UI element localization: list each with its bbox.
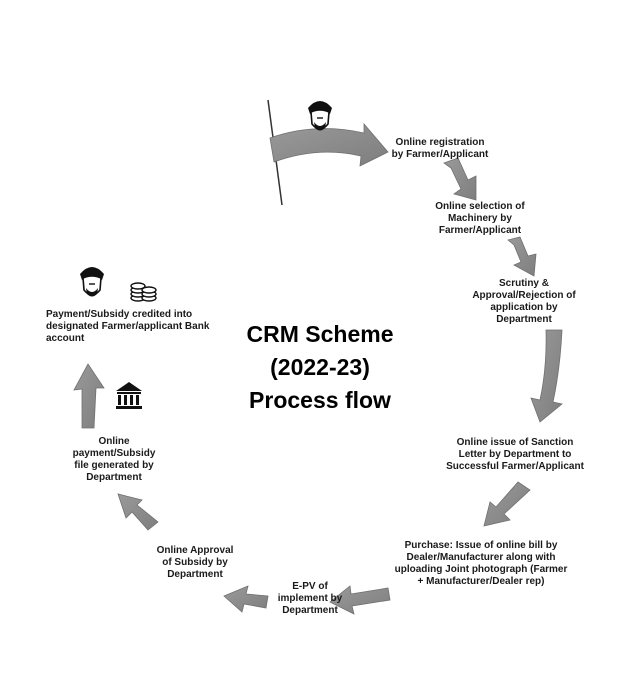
flow-arrow-to-payment-credited: [73, 363, 105, 429]
flow-arrow-to-epv: [329, 585, 391, 615]
flow-arrow-to-machinery: [443, 157, 477, 201]
flow-arrow-to-sanction: [530, 329, 563, 423]
flow-arrow-to-subsidy-approval: [223, 585, 269, 613]
farmer-turban-icon: [308, 101, 332, 131]
step-payment-file: Online payment/Subsidy file generated by…: [72, 436, 156, 483]
step-scrutiny: Scrutiny & Approval/Rejection of applica…: [472, 278, 576, 325]
diagram-title: CRM Scheme (2022-23) Process flow: [200, 318, 440, 417]
step-subsidy-approval: Online Approval of Subsidy by Department: [156, 545, 234, 580]
step-epv: E-PV of implement by Department: [277, 581, 343, 616]
title-line-3: Process flow: [249, 387, 391, 413]
farmer-turban-icon: [80, 267, 104, 297]
flow-arrow-to-purchase: [483, 481, 531, 527]
step-payment-credited: Payment/Subsidy credited into designated…: [46, 309, 210, 344]
flow-arrow-to-registration: [269, 122, 389, 167]
title-line-1: CRM Scheme: [246, 321, 394, 347]
step-online-registration: Online registration by Farmer/Applicant: [391, 137, 489, 160]
step-machinery-selection: Online selection of Machinery by Farmer/…: [435, 201, 525, 236]
step-purchase: Purchase: Issue of online bill by Dealer…: [394, 540, 568, 587]
coin-stack-icon: [130, 282, 157, 302]
flow-arrow-to-payment-file: [117, 493, 159, 531]
step-sanction-letter: Online issue of Sanction Letter by Depar…: [446, 437, 584, 472]
flow-arrow-to-scrutiny: [507, 236, 537, 277]
title-line-2: (2022-23): [270, 354, 370, 380]
bank-building-icon: [116, 382, 142, 409]
